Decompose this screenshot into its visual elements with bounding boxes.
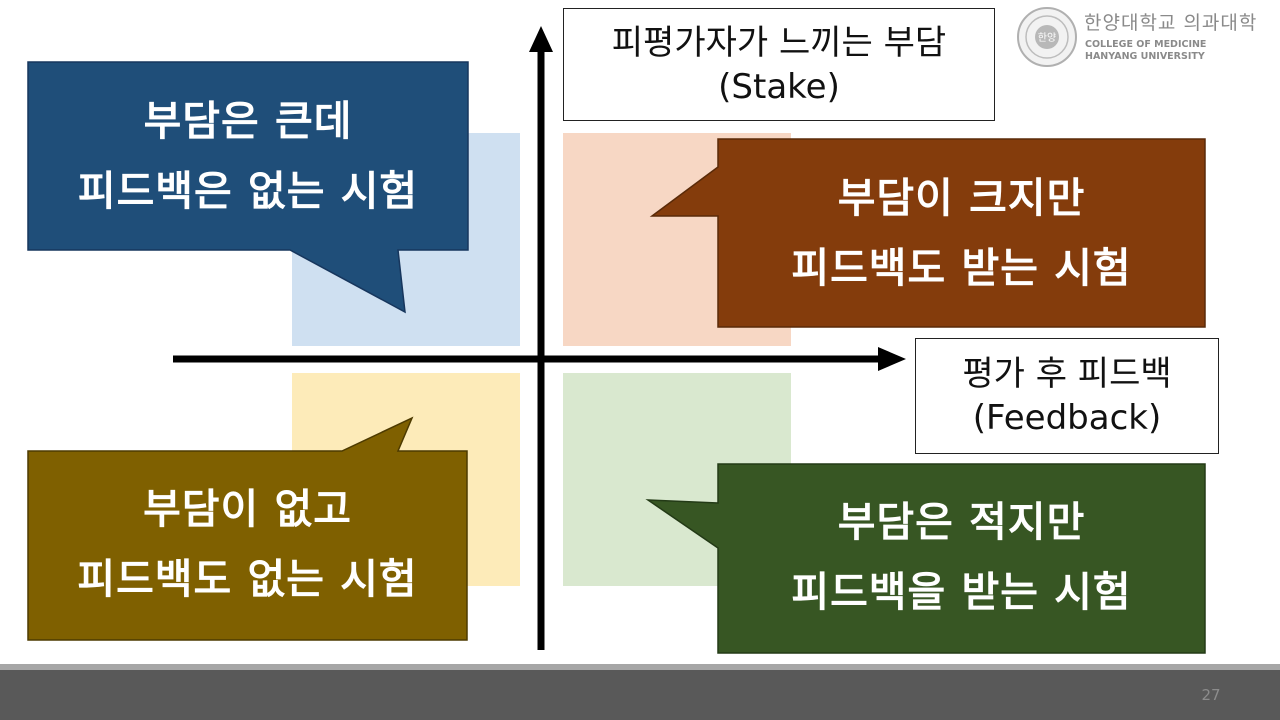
callout-line2: 피드백은 없는 시험	[77, 167, 419, 215]
callout-bottom-left	[27, 416, 468, 641]
y-axis-label-line1: 피평가자가 느끼는 부담	[611, 22, 947, 63]
svg-text:한양: 한양	[1038, 32, 1056, 44]
callout-text-top-left: 부담은 큰데 피드백은 없는 시험	[28, 86, 468, 226]
logo-name-en-line1: COLLEGE OF MEDICINE	[1085, 39, 1207, 50]
university-logo: 한양 한양대학교 의과대학 COLLEGE OF MEDICINE HANYAN…	[1016, 6, 1276, 68]
page-number: 27	[1201, 686, 1221, 704]
callout-text-bottom-right: 부담은 적지만 피드백을 받는 시험	[718, 487, 1205, 627]
callout-line1: 부담은 적지만	[837, 498, 1086, 546]
y-axis-label-line2: (Stake)	[718, 66, 840, 107]
callout-text-bottom-left: 부담이 없고 피드백도 없는 시험	[28, 474, 467, 614]
callout-top-left	[27, 61, 469, 314]
callout-bottom-right	[645, 463, 1206, 654]
callout-line2: 피드백도 받는 시험	[791, 244, 1132, 292]
y-axis-label: 피평가자가 느끼는 부담 (Stake)	[563, 8, 995, 121]
callout-line1: 부담이 없고	[143, 485, 352, 533]
callout-text-top-right: 부담이 크지만 피드백도 받는 시험	[718, 163, 1205, 303]
x-axis-label-line2: (Feedback)	[972, 398, 1162, 438]
y-axis-arrowhead	[529, 26, 553, 52]
logo-name-kr: 한양대학교 의과대학	[1084, 12, 1258, 34]
callout-line2: 피드백을 받는 시험	[791, 568, 1132, 616]
university-seal-icon: 한양	[1017, 7, 1077, 67]
footer-divider	[0, 664, 1280, 670]
x-axis-arrowhead	[878, 347, 906, 371]
callout-line1: 부담이 크지만	[837, 174, 1086, 222]
callout-line1: 부담은 큰데	[143, 97, 353, 145]
x-axis-label: 평가 후 피드백 (Feedback)	[915, 338, 1219, 454]
x-axis-label-line1: 평가 후 피드백	[962, 354, 1172, 394]
callout-top-right	[649, 138, 1206, 328]
logo-name-en-line2: HANYANG UNIVERSITY	[1085, 51, 1205, 62]
callout-line2: 피드백도 없는 시험	[77, 555, 418, 603]
footer-bar	[0, 670, 1280, 720]
